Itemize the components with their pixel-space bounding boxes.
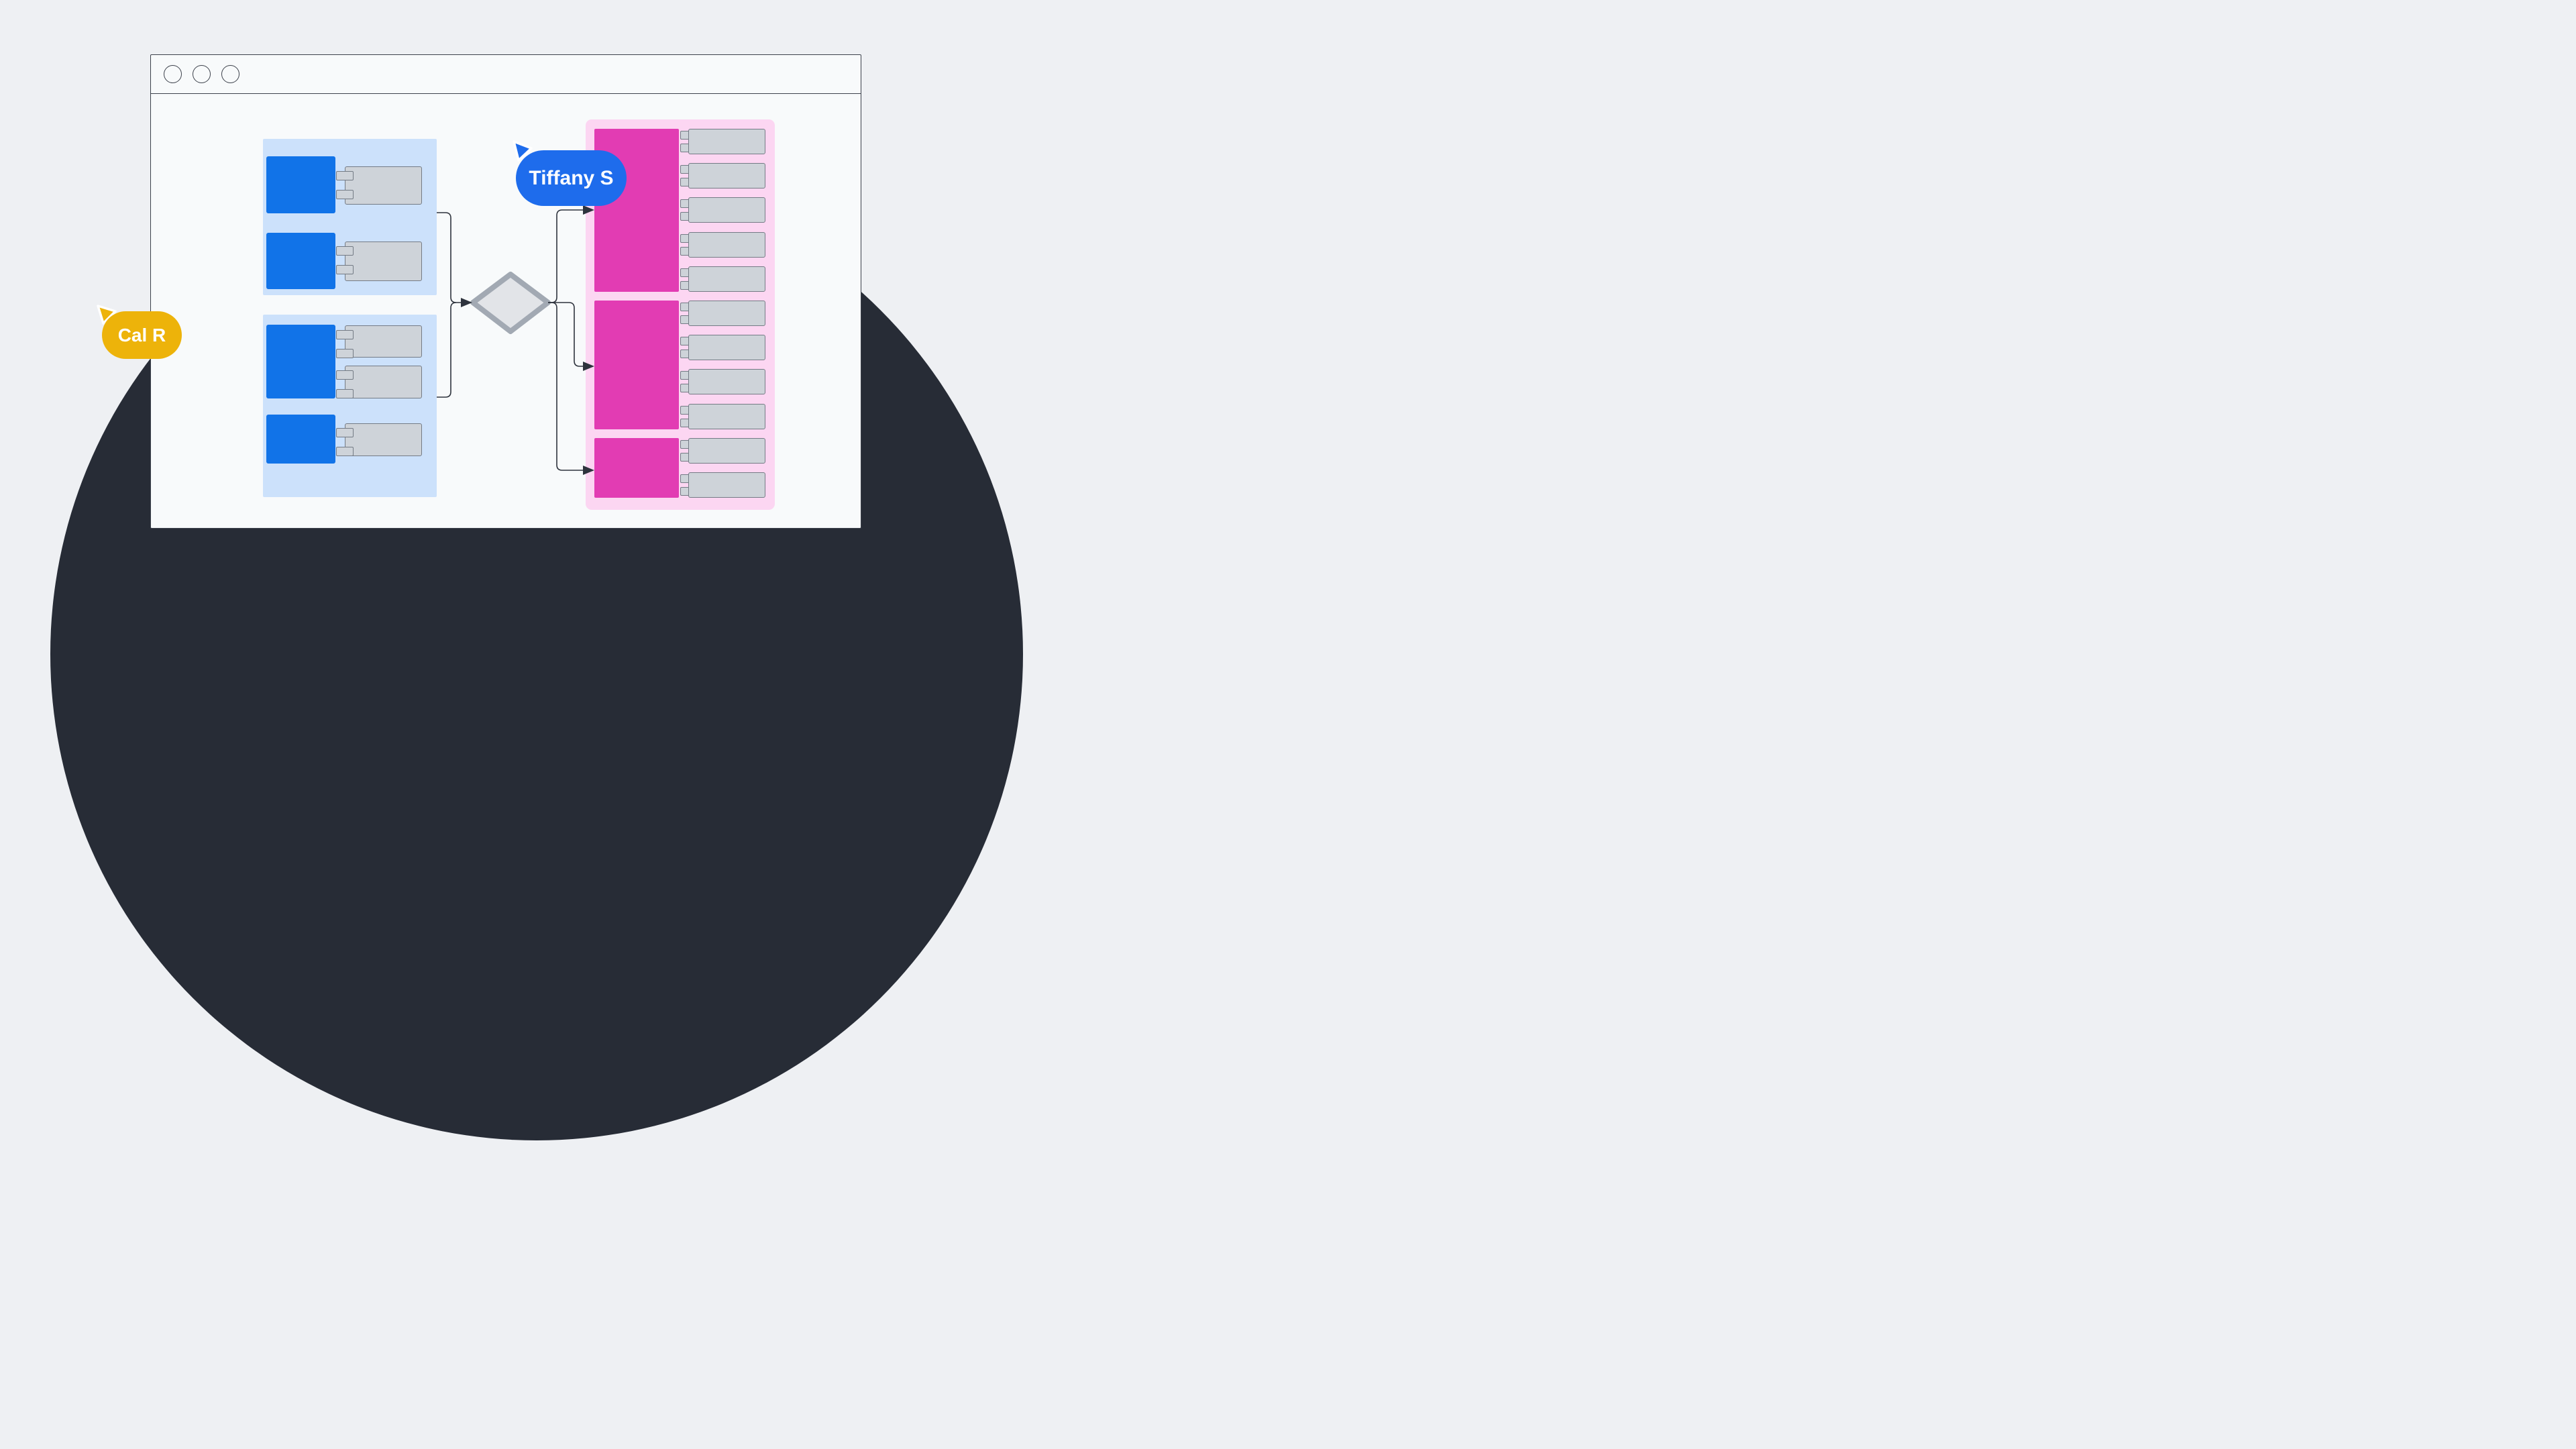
connector-tab xyxy=(336,447,354,456)
component-shape[interactable] xyxy=(688,231,765,258)
connector-tab xyxy=(336,349,354,358)
traffic-light-icon[interactable] xyxy=(164,65,182,83)
component-row[interactable] xyxy=(586,301,775,326)
connector-tab xyxy=(336,428,354,437)
connector-tab xyxy=(336,171,354,180)
traffic-light-icon[interactable] xyxy=(221,65,239,83)
connector-tab xyxy=(336,265,354,274)
component-shape[interactable] xyxy=(688,472,765,498)
component-shape[interactable] xyxy=(688,197,765,223)
component-shape[interactable] xyxy=(345,166,422,205)
component-shape[interactable] xyxy=(688,163,765,189)
browser-window xyxy=(150,54,861,529)
connector-tab xyxy=(336,389,354,398)
magenta-block[interactable] xyxy=(594,301,679,429)
magenta-block[interactable] xyxy=(594,437,679,498)
traffic-light-icon[interactable] xyxy=(193,65,211,83)
decision-diamond-shape[interactable] xyxy=(470,272,551,334)
component-row[interactable] xyxy=(586,197,775,223)
connector-tab xyxy=(336,330,354,339)
component-shape[interactable] xyxy=(345,423,422,456)
collaborator-name-badge: Tiffany S xyxy=(516,150,627,206)
arrowheads xyxy=(461,205,594,475)
connector-tab xyxy=(336,370,354,380)
diagram-canvas[interactable] xyxy=(151,94,861,528)
component-shape[interactable] xyxy=(688,266,765,292)
component-shape[interactable] xyxy=(345,366,422,398)
component-shape[interactable] xyxy=(688,129,765,154)
component-shape[interactable] xyxy=(688,403,765,429)
component-row[interactable] xyxy=(586,266,775,292)
window-titlebar xyxy=(151,55,861,94)
collaborator-name: Tiffany S xyxy=(529,166,614,189)
component-shape[interactable] xyxy=(345,241,422,281)
component-shape[interactable] xyxy=(345,325,422,358)
connector-tab xyxy=(336,246,354,256)
blue-block[interactable] xyxy=(266,156,335,213)
blue-block[interactable] xyxy=(266,415,335,464)
component-shape[interactable] xyxy=(688,301,765,326)
collaborator-name-badge: Cal R xyxy=(102,311,182,359)
blue-container-panel-2[interactable] xyxy=(263,315,437,497)
blue-block[interactable] xyxy=(266,233,335,289)
blue-block[interactable] xyxy=(266,325,335,398)
component-row[interactable] xyxy=(586,129,775,154)
component-row[interactable] xyxy=(586,231,775,258)
component-shape[interactable] xyxy=(688,437,765,464)
component-shape[interactable] xyxy=(688,335,765,361)
component-row[interactable] xyxy=(586,472,775,498)
component-row[interactable] xyxy=(586,163,775,189)
component-shape[interactable] xyxy=(688,369,765,395)
component-row[interactable] xyxy=(586,335,775,361)
component-row[interactable] xyxy=(586,369,775,395)
component-row[interactable] xyxy=(586,403,775,429)
component-row[interactable] xyxy=(586,437,775,464)
blue-container-panel-1[interactable] xyxy=(263,139,437,295)
cursor-triangle-icon xyxy=(513,140,533,162)
collaborator-name: Cal R xyxy=(117,324,166,345)
connector-tab xyxy=(336,190,354,199)
